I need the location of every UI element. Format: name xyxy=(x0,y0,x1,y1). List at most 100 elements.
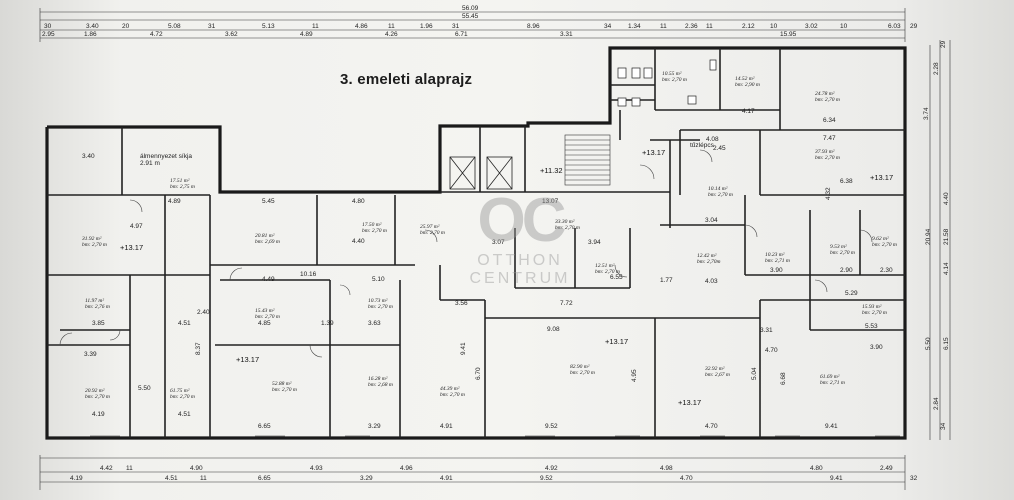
top-dim-value: 2.12 xyxy=(742,23,755,30)
room-height: bm: 2,69 m xyxy=(255,239,280,245)
interior-dim-value: 13.07 xyxy=(542,198,559,205)
interior-dim-value: 3.04 xyxy=(705,217,718,224)
top-dim-value: 1.86 xyxy=(84,31,97,38)
top-dim-value: 10 xyxy=(770,23,778,30)
top-dim-value: 31 xyxy=(452,23,460,30)
fire-stair-label: tűzlépcs xyxy=(690,142,715,149)
room-area: 33.30 m² xyxy=(554,219,575,225)
interior-dim-value: 1.77 xyxy=(660,277,673,284)
room-area: 52.88 m² xyxy=(272,381,292,387)
height-label: 2.91 m xyxy=(140,160,160,167)
right-dimension-lines xyxy=(929,40,951,440)
bathroom-fixtures xyxy=(617,59,717,107)
room-area: 15.43 m² xyxy=(255,307,275,314)
top-dim-value: 2.95 xyxy=(42,31,55,38)
bottom-dimension-lines xyxy=(39,455,906,490)
interior-dim-value: 6.65 xyxy=(258,423,271,430)
interior-dim-value: 3.63 xyxy=(368,320,381,327)
room-height: bm: 2,70 m xyxy=(555,225,580,231)
interior-dim-value: 4.70 xyxy=(765,347,778,354)
interior-dim-value: 7.47 xyxy=(823,135,836,142)
right-dim-value: 34 xyxy=(940,422,947,430)
interior-dim-value: 5.45 xyxy=(262,198,275,205)
top-dim-value: 11 xyxy=(706,23,713,30)
room-area: 15.93 m² xyxy=(862,304,882,310)
room-area: 14.52 m² xyxy=(735,75,755,82)
level-label-1e: +13.17 xyxy=(678,398,701,407)
interior-dim-value: 3.40 xyxy=(82,153,95,160)
room-area: 10.23 m² xyxy=(765,252,785,258)
top-dim-value: 11 xyxy=(660,23,667,30)
page-title: 3. emeleti alaprajz xyxy=(340,71,473,88)
interior-dim-value: 2.40 xyxy=(197,309,210,316)
room-area: 9.53 m² xyxy=(830,244,847,250)
interior-dim-value: 9.41 xyxy=(460,342,467,355)
interior-dim-value: 3.31 xyxy=(760,327,773,334)
top-dim-value: 4.72 xyxy=(150,31,163,38)
interior-dim-value: 6.38 xyxy=(840,178,853,185)
watermark-logo: OC xyxy=(477,186,567,255)
top-dimension-lines xyxy=(39,8,906,42)
room-height: bm: 2,70 m xyxy=(420,230,445,236)
room-height: bm: 2,70 m xyxy=(440,392,465,398)
top-dim-value: 6.03 xyxy=(888,23,901,30)
interior-dim-value: 6.55 xyxy=(610,274,623,281)
interior-dim-value: 3.85 xyxy=(92,320,105,327)
room-height: bm: 2,70 m xyxy=(85,394,110,400)
interior-dim-value: 3.90 xyxy=(870,344,883,351)
room-height: bm: 2,70 m xyxy=(170,394,195,400)
right-dim-value: 6.15 xyxy=(943,337,950,350)
interior-dim-value: 4.32 xyxy=(825,187,832,200)
bottom-dim-value: 4.98 xyxy=(660,465,673,472)
room-area: 44.39 m² xyxy=(440,385,460,392)
top-dimension-text: 56.09 55.45 xyxy=(462,5,479,20)
interior-dim-value: 4.03 xyxy=(705,278,718,285)
bottom-dim-value: 4.70 xyxy=(680,475,693,482)
room-height: bm: 2,90 m xyxy=(735,82,760,88)
top-dim-value: 29 xyxy=(910,23,918,30)
right-dim-value: 3.74 xyxy=(923,107,930,120)
interior-dim-value: 4.19 xyxy=(92,411,105,418)
interior-dim-value: 3.07 xyxy=(492,239,505,246)
top-dim-value: 2.36 xyxy=(685,23,698,30)
interior-dim-value: 4.70 xyxy=(705,423,718,430)
interior-dim-value: 4.80 xyxy=(352,198,365,205)
room-area: 25.97 m² xyxy=(420,224,440,230)
bottom-dim-value: 11 xyxy=(126,465,133,472)
interior-dim-value: 4.85 xyxy=(258,320,271,327)
bottom-dim-value: 4.90 xyxy=(190,465,203,472)
top-dim-value: 4.89 xyxy=(300,31,313,38)
right-dim-value: 29 xyxy=(940,40,947,48)
ceiling-plane-label: álmennyezet síkja xyxy=(140,153,192,160)
watermark-line1: OTTHON xyxy=(477,252,563,269)
watermark-line2: CENTRUM xyxy=(469,270,571,287)
interior-dim-value: 6.70 xyxy=(475,367,482,380)
level-label-2: +11.32 xyxy=(540,166,563,175)
interior-dim-value: 4.91 xyxy=(440,423,453,430)
interior-dim-value: 1.39 xyxy=(321,320,334,327)
top-dim-value: 1.34 xyxy=(628,23,641,30)
top-dim-value: 11 xyxy=(312,23,319,30)
room-height: bm: 2,70 m xyxy=(255,314,280,320)
room-height: bm: 2,68 m xyxy=(368,382,393,388)
room-area: 61.69 m² xyxy=(820,374,840,380)
top-dim-value: 4.26 xyxy=(385,31,398,38)
bottom-dim-value: 3.29 xyxy=(360,475,373,482)
interior-dim-value: 5.50 xyxy=(138,385,151,392)
watermark: OC OTTHON CENTRUM xyxy=(455,190,585,340)
stairwell xyxy=(564,134,611,186)
interior-walls xyxy=(47,48,905,438)
interior-dim-value: 5.29 xyxy=(845,290,858,297)
interior-dim-value: 2.30 xyxy=(880,267,893,274)
room-area: 12.42 m² xyxy=(697,252,717,259)
interior-dim-value: 4.51 xyxy=(178,411,191,418)
right-dim-value: 2.28 xyxy=(933,62,940,75)
bottom-dim-value: 4.51 xyxy=(165,475,178,482)
right-dim-value: 20.94 xyxy=(925,228,932,245)
top-dim-value: 31 xyxy=(208,23,216,30)
bottom-dim-value: 6.65 xyxy=(258,475,271,482)
